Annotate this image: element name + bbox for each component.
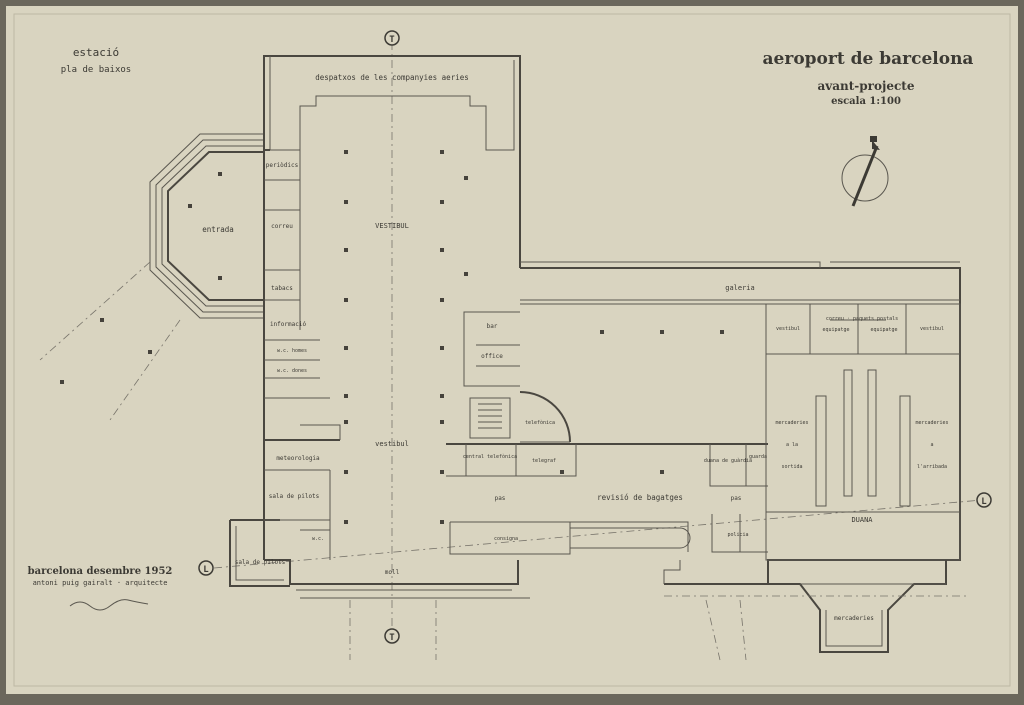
label-equipatge-2: equipatge (870, 327, 897, 333)
label-periodics: periòdics (266, 162, 299, 169)
label-pas-right: pas (731, 495, 742, 502)
label-correu-paquets: correu · paquets postals (826, 316, 898, 322)
label-pas-left: pas (495, 495, 506, 502)
label-mercaderies-2b: a (930, 442, 933, 448)
paper (6, 6, 1018, 694)
svg-text:T: T (389, 633, 395, 643)
label-entrada: entrada (202, 225, 234, 234)
label-wc-dones: w.c. dones (277, 368, 307, 374)
label-vestibul-r1: vestibul (776, 326, 800, 332)
footer-date: barcelona desembre 1952 (28, 566, 173, 577)
label-wc-r: w.c. (312, 536, 324, 542)
label-duana-office: duana de guàrdia (704, 457, 752, 464)
paper-border (13, 13, 1011, 687)
svg-text:T: T (389, 35, 395, 45)
axis-l-line (213, 499, 983, 569)
label-vestibul-r2: vestibul (920, 326, 944, 332)
label-telefonica: telefònica (525, 419, 555, 426)
approach-line-2 (109, 319, 181, 421)
label-consigna: consigna (494, 536, 518, 542)
axis-marker-t-bottom: T (384, 628, 400, 644)
title-scale: escala 1:100 (831, 96, 901, 107)
label-informacio: informació (270, 321, 307, 328)
label-revisio: revisió de bagatges (597, 493, 683, 502)
signature (69, 599, 149, 611)
label-sala-pilots-2: sala de pilots (235, 559, 286, 566)
label-central-telefonica: central telefònica (463, 453, 517, 460)
baggage-area (449, 514, 768, 555)
axis-marker-l-left: L (198, 560, 214, 576)
axis-marker-t-top: T (384, 30, 400, 46)
label-duana: DUANA (851, 516, 873, 524)
north-arrow-icon (841, 136, 889, 207)
approach-line-1 (39, 261, 151, 361)
label-bar: bar (487, 323, 498, 330)
label-tabacs: tabacs (271, 285, 293, 292)
label-galeria: galeria (725, 284, 755, 292)
subtitle-station: estació (73, 46, 119, 59)
label-policia: policia (727, 532, 748, 538)
label-moll: moll (385, 569, 400, 576)
left-partitions (264, 150, 341, 560)
label-mercaderies-1c: sortida (781, 464, 802, 470)
svg-text:L: L (981, 497, 987, 507)
label-vestibul-upper: VESTIBUL (375, 222, 409, 230)
label-telegraf: telegraf (532, 458, 556, 464)
front-walkway (300, 597, 747, 661)
label-vestibul-lower: vestibul (375, 440, 409, 448)
label-wc-homes: w.c. homes (277, 348, 307, 354)
axis-marker-l-right: L (976, 492, 992, 508)
label-guardia: guarda (749, 454, 767, 460)
customs-block (765, 303, 961, 561)
label-mercaderies-2c: l'arribada (917, 464, 947, 470)
label-despatxos: despatxos de les companyies aeries (315, 73, 469, 82)
title-subtitle: avant-projecte (818, 79, 915, 93)
label-mercaderies-1b: a la (786, 442, 798, 448)
label-correu: correu (271, 223, 293, 230)
label-mercaderies-2: mercaderies (915, 420, 948, 426)
structural-columns (60, 150, 724, 524)
label-sala-pilots-1: sala de pilots (269, 493, 320, 500)
title-main: aeroport de barcelona (763, 49, 974, 69)
label-mercaderies-1: mercaderies (775, 420, 808, 426)
subtitle-floor: pla de baixos (61, 65, 131, 75)
loading-dock (663, 560, 966, 653)
room-labels: despatxos de les companyies aeries entra… (202, 73, 948, 622)
svg-text:L: L (203, 565, 209, 575)
label-equipatge-1: equipatge (822, 327, 849, 333)
label-office: office (481, 353, 503, 360)
footer-author: antoni puig gairalt · arquitecte (33, 579, 168, 587)
label-meteorologia: meteorologia (276, 455, 320, 462)
center-right-blocks (446, 311, 768, 487)
label-mercaderies-bottom: mercaderies (834, 615, 874, 622)
